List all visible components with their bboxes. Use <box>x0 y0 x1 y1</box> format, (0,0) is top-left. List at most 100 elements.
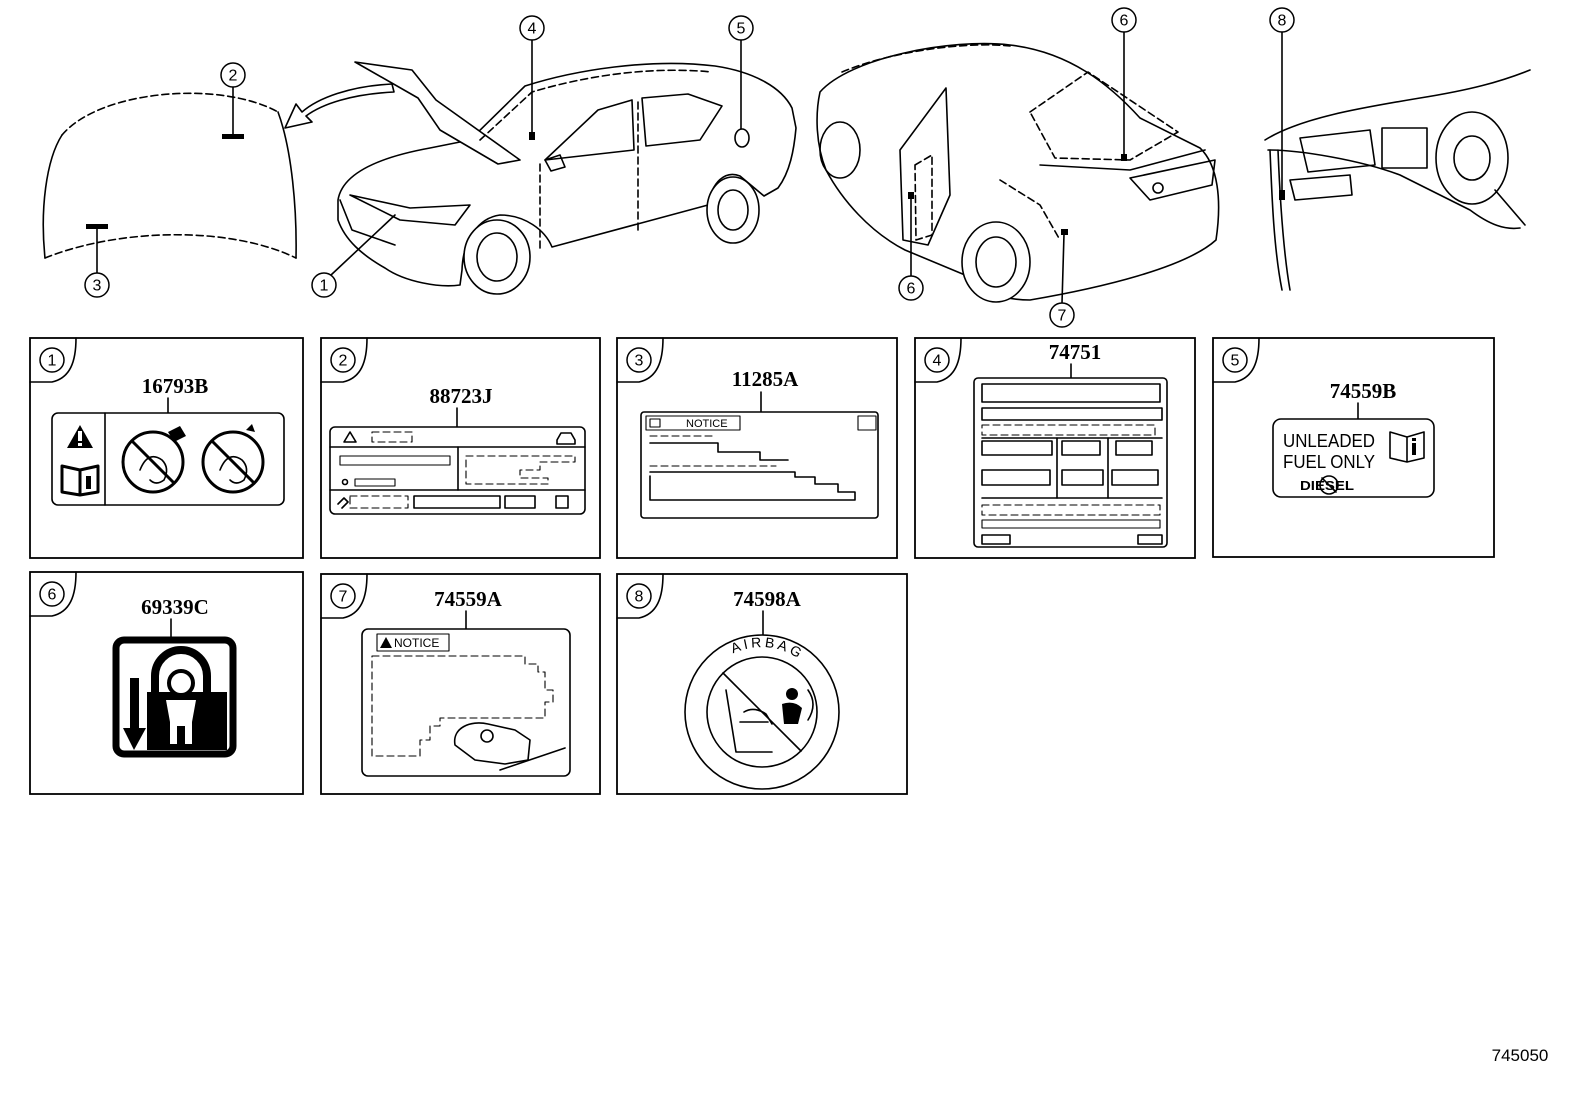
callout-8[interactable]: 8 <box>1269 7 1295 200</box>
panel-number[interactable]: 5 <box>1231 353 1240 370</box>
leader-line[interactable] <box>1061 233 1065 304</box>
part-number[interactable]: 74751 <box>1049 340 1102 364</box>
callout-circle[interactable] <box>311 272 337 298</box>
callout-number[interactable]: 4 <box>528 21 537 38</box>
part-number[interactable]: 88723J <box>430 384 493 408</box>
manual-book-icon <box>1389 431 1425 463</box>
label-location-mark[interactable] <box>529 132 535 140</box>
part-number[interactable]: 74559B <box>1330 379 1397 403</box>
callout-6-trunk[interactable]: 6 <box>1111 7 1137 161</box>
label-location-mark[interactable] <box>86 224 108 229</box>
label-location-mark[interactable] <box>908 192 914 199</box>
callout-circle[interactable] <box>84 272 110 298</box>
front-wheel <box>819 121 861 179</box>
panel-number-circle[interactable] <box>330 347 356 373</box>
panel-4[interactable]: 4 74751 <box>914 337 1196 559</box>
airbag-label-74598a: AIRBAG <box>684 634 840 790</box>
text-block <box>339 455 451 466</box>
panel-number[interactable]: 8 <box>635 589 644 606</box>
panel-number-circle[interactable] <box>39 581 65 607</box>
panel-number-circle[interactable] <box>626 583 652 609</box>
code-box <box>1137 534 1163 545</box>
panel-7[interactable]: 7 74559A NOTICE <box>320 573 601 795</box>
panel-tab[interactable] <box>29 571 77 617</box>
callout-number[interactable]: 5 <box>737 21 746 38</box>
callout-5[interactable]: 5 <box>728 15 754 130</box>
label-location-mark[interactable] <box>1061 229 1068 235</box>
trunk-line <box>1039 149 1206 171</box>
callout-number[interactable]: 7 <box>1058 308 1067 325</box>
notice-header-box <box>645 415 741 431</box>
panel-number-circle[interactable] <box>924 347 950 373</box>
part-number[interactable]: 16793B <box>142 374 209 398</box>
panel-number[interactable]: 7 <box>339 589 348 606</box>
panel-5[interactable]: 5 74559B UNLEADED FUEL ONLY DIESEL <box>1212 337 1495 558</box>
panel-tab[interactable] <box>616 337 664 383</box>
text-block <box>413 495 501 509</box>
notice-label-74559a: NOTICE <box>361 628 571 777</box>
callout-7[interactable]: 7 <box>1049 229 1075 328</box>
table-cell <box>1115 440 1153 456</box>
callout-3[interactable]: 3 <box>84 224 110 298</box>
wrench-icon <box>337 497 349 509</box>
callout-number[interactable]: 1 <box>320 278 329 295</box>
callout-number[interactable]: 6 <box>1120 13 1129 30</box>
panel-tab[interactable] <box>616 573 664 619</box>
callout-circle[interactable] <box>519 15 545 41</box>
panel-number-circle[interactable] <box>330 583 356 609</box>
callout-circle[interactable] <box>1049 302 1075 328</box>
callout-number[interactable]: 3 <box>93 278 102 295</box>
callout-circle[interactable] <box>220 62 246 88</box>
panel-2[interactable]: 2 88723J <box>320 337 601 559</box>
callout-4[interactable]: 4 <box>519 15 545 140</box>
panel-tab[interactable] <box>320 573 368 619</box>
part-number[interactable]: 11285A <box>732 367 799 391</box>
panel-number[interactable]: 6 <box>48 587 57 604</box>
leader-line[interactable] <box>330 214 396 276</box>
panel-number-circle[interactable] <box>626 347 652 373</box>
part-number[interactable]: 69339C <box>141 595 209 619</box>
label-location-mark[interactable] <box>1279 190 1285 200</box>
front-wheel-rim <box>476 232 518 282</box>
callout-1[interactable]: 1 <box>311 214 396 298</box>
panel-number-circle[interactable] <box>1222 347 1248 373</box>
part-number[interactable]: 74559A <box>434 587 503 611</box>
callout-number[interactable]: 2 <box>229 68 238 85</box>
code-box <box>981 534 1011 545</box>
callout-2[interactable]: 2 <box>220 62 246 139</box>
panel-tab[interactable] <box>320 337 368 383</box>
callout-number[interactable]: 8 <box>1278 13 1287 30</box>
panel-number[interactable]: 3 <box>635 353 644 370</box>
callout-circle[interactable] <box>898 275 924 301</box>
label-location-mark[interactable] <box>222 134 244 139</box>
hood-right-edge <box>277 111 297 259</box>
prohibited-slash <box>210 439 256 485</box>
callout-circle[interactable] <box>1269 7 1295 33</box>
panel-6[interactable]: 6 69339C <box>29 571 304 795</box>
text-block <box>981 424 1156 436</box>
callout-number[interactable]: 6 <box>907 281 916 298</box>
panel-1[interactable]: 1 16793B <box>29 337 304 559</box>
panel-number-circle[interactable] <box>39 347 65 373</box>
panel-8[interactable]: 8 74598A AIRBAG <box>616 573 908 795</box>
rear-wheel-rim <box>717 189 749 231</box>
header-symbol <box>649 418 661 428</box>
callout-6-door[interactable]: 6 <box>898 192 924 301</box>
part-number[interactable]: 74598A <box>733 587 802 611</box>
text-block <box>981 407 1163 421</box>
panel-number[interactable]: 1 <box>48 353 57 370</box>
arrow-shaft-icon <box>130 678 139 730</box>
notice-header-box <box>376 633 450 652</box>
panel-3[interactable]: 3 11285A NOTICE <box>616 337 898 559</box>
panel-tab[interactable] <box>1212 337 1260 383</box>
panel-number[interactable]: 4 <box>933 353 942 370</box>
panel-tab[interactable] <box>914 337 962 383</box>
callout-circle[interactable] <box>1111 7 1137 33</box>
diesel-text: DIESEL <box>1300 478 1354 493</box>
label-location-mark[interactable] <box>1121 154 1127 161</box>
panel-number[interactable]: 2 <box>339 353 348 370</box>
prohibited-circle-icon <box>121 430 185 494</box>
callout-circle[interactable] <box>728 15 754 41</box>
headlight <box>349 194 471 226</box>
panel-tab[interactable] <box>29 337 77 383</box>
